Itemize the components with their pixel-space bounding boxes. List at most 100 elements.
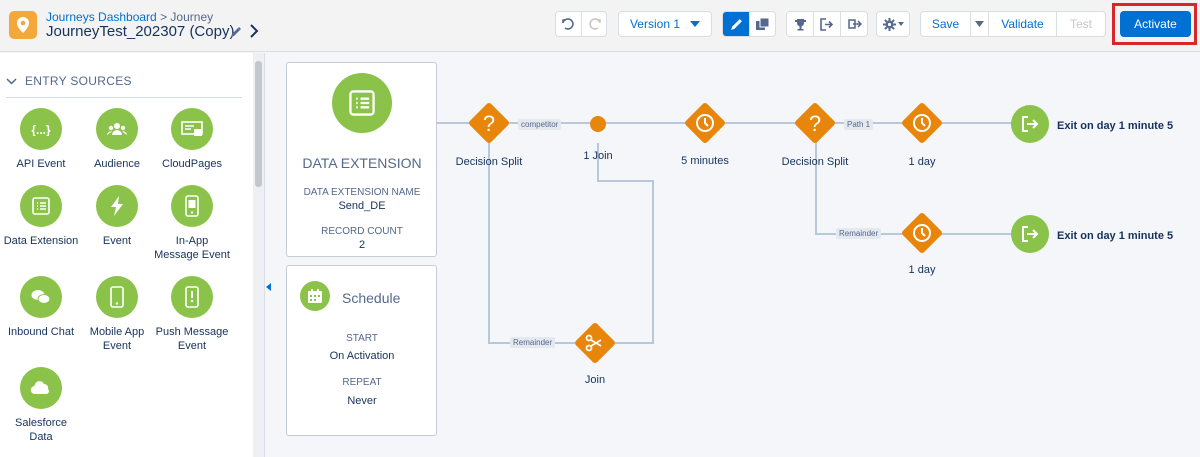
version-label: Version 1 [629, 17, 681, 31]
scrollbar-thumb[interactable] [255, 61, 262, 187]
repeat-value: Never [347, 395, 377, 407]
exit-label-bottom: Exit on day 1 minute 5 [1057, 230, 1174, 242]
exit-label-top: Exit on day 1 minute 5 [1057, 120, 1174, 132]
event-bolt-icon [96, 185, 138, 227]
breadcrumb: Journeys Dashboard > Journey [46, 10, 213, 24]
journey-name: JourneyTest_202307 (Copy) [46, 23, 235, 40]
save-validate-group: Save Validate Test [920, 11, 1106, 37]
mode-group [722, 11, 776, 37]
chevron-down-icon [6, 77, 17, 85]
de-name-value: Send_DE [338, 200, 386, 212]
collapse-panel-toggle[interactable] [266, 283, 276, 297]
join-dot-node[interactable] [590, 116, 606, 132]
caret-down-small-icon [897, 22, 904, 26]
chevron-right-icon[interactable] [249, 24, 259, 43]
redo-icon [588, 18, 601, 30]
tile-label: Inbound Chat [7, 326, 75, 338]
api-braces-icon: {...} [20, 108, 62, 150]
section-divider [6, 97, 242, 98]
entry-source-push-message-event[interactable]: Push Message Event [153, 276, 231, 353]
undo-button[interactable] [556, 12, 582, 36]
exit-criteria-button[interactable] [814, 12, 841, 36]
chat-icon [20, 276, 62, 318]
decision-split-node-2[interactable]: ? [793, 101, 837, 145]
de-name-label: DATA EXTENSION NAME [303, 187, 421, 198]
decision-split-label-1: Decision Split [455, 156, 523, 168]
wait-node-5-minutes[interactable] [683, 101, 727, 145]
cloudpages-icon [171, 108, 213, 150]
entry-source-api-event[interactable]: {...} API Event [2, 108, 80, 171]
schedule-title: Schedule [342, 290, 401, 306]
tile-label: Audience [94, 158, 140, 170]
repeat-label: REPEAT [342, 377, 382, 388]
entry-source-in-app-message[interactable]: In-App Message Event [153, 185, 231, 262]
push-icon [171, 276, 213, 318]
data-extension-entry-card[interactable]: DATA EXTENSION DATA EXTENSION NAME Send_… [286, 62, 437, 257]
caret-down-icon [690, 21, 701, 27]
journey-canvas[interactable]: DATA EXTENSION DATA EXTENSION NAME Send_… [277, 53, 1200, 457]
entry-source-inbound-chat[interactable]: Inbound Chat [2, 276, 80, 339]
tile-label: API Event [16, 158, 66, 170]
save-button[interactable]: Save [921, 12, 971, 36]
exit-icon [1022, 116, 1039, 132]
join-dot-label: 1 Join [583, 150, 613, 162]
entry-source-audience[interactable]: Audience [78, 108, 156, 171]
in-app-icon [171, 185, 213, 227]
wait-node-1-day-bottom[interactable] [900, 211, 944, 255]
version-dropdown[interactable]: Version 1 [618, 11, 712, 37]
reentry-icon [848, 19, 862, 29]
wait-node-1-day-top[interactable] [900, 101, 944, 145]
path-tag-competitor[interactable]: competitor [518, 119, 562, 130]
exit-node-top[interactable] [1011, 105, 1049, 143]
activate-highlight-box [1112, 3, 1197, 45]
path-tag-remainder-1[interactable]: Remainder [510, 337, 556, 348]
tile-label: Push Message Event [155, 326, 229, 352]
validate-button[interactable]: Validate [989, 12, 1057, 36]
data-extension-icon [332, 73, 392, 133]
start-label: START [346, 333, 378, 344]
version-select[interactable]: Version 1 [619, 12, 711, 36]
test-button[interactable]: Test [1069, 17, 1092, 31]
tile-label: In-App Message Event [154, 235, 230, 261]
entry-source-cloudpages[interactable]: CloudPages [153, 108, 231, 171]
entry-source-salesforce-data[interactable]: Salesforce Data [2, 367, 80, 444]
clock-icon [913, 224, 931, 242]
data-extension-icon [20, 185, 62, 227]
caret-left-icon [266, 283, 271, 291]
data-extension-title: DATA EXTENSION [302, 155, 422, 171]
entry-source-data-extension[interactable]: Data Extension [2, 185, 80, 248]
trophy-icon [794, 18, 806, 30]
mobile-icon [96, 276, 138, 318]
entry-sources-panel: ENTRY SOURCES {...} API Event Audience C… [0, 53, 265, 457]
entry-panel-scrollbar[interactable] [253, 53, 264, 457]
save-options-button[interactable] [971, 12, 989, 36]
pencil-edit-icon[interactable] [230, 25, 242, 43]
join-node[interactable] [573, 321, 617, 365]
schedule-card[interactable]: Schedule START On Activation REPEAT Neve… [286, 265, 437, 436]
decision-split-node-1[interactable]: ? [467, 101, 511, 145]
reentry-button[interactable] [841, 12, 867, 36]
entry-source-event[interactable]: Event [78, 185, 156, 248]
redo-button[interactable] [582, 12, 606, 36]
activate-button[interactable]: Activate [1120, 11, 1191, 37]
wait-label-1-day-top: 1 day [908, 156, 936, 168]
calendar-icon [300, 281, 330, 311]
journey-app-icon[interactable] [9, 11, 37, 39]
edit-mode-button[interactable] [723, 12, 750, 36]
tile-label: Event [102, 235, 132, 247]
settings-button[interactable] [877, 12, 909, 36]
path-tag-remainder-2[interactable]: Remainder [836, 228, 882, 239]
wait-label-1-day-bottom: 1 day [908, 264, 936, 276]
tile-label: Salesforce Data [15, 417, 67, 443]
exit-node-bottom[interactable] [1011, 215, 1049, 253]
copy-mode-button[interactable] [750, 12, 775, 36]
path-tag-path-1[interactable]: Path 1 [844, 119, 874, 130]
join-scissors-icon [585, 334, 602, 352]
goal-button[interactable] [787, 12, 814, 36]
breadcrumb-dashboard-link[interactable]: Journeys Dashboard [46, 10, 157, 24]
settings-dropdown[interactable] [876, 11, 910, 37]
question-mark-icon: ? [483, 111, 495, 136]
entry-sources-header[interactable]: ENTRY SOURCES [6, 74, 132, 88]
entry-source-mobile-app-event[interactable]: Mobile App Event [78, 276, 156, 353]
